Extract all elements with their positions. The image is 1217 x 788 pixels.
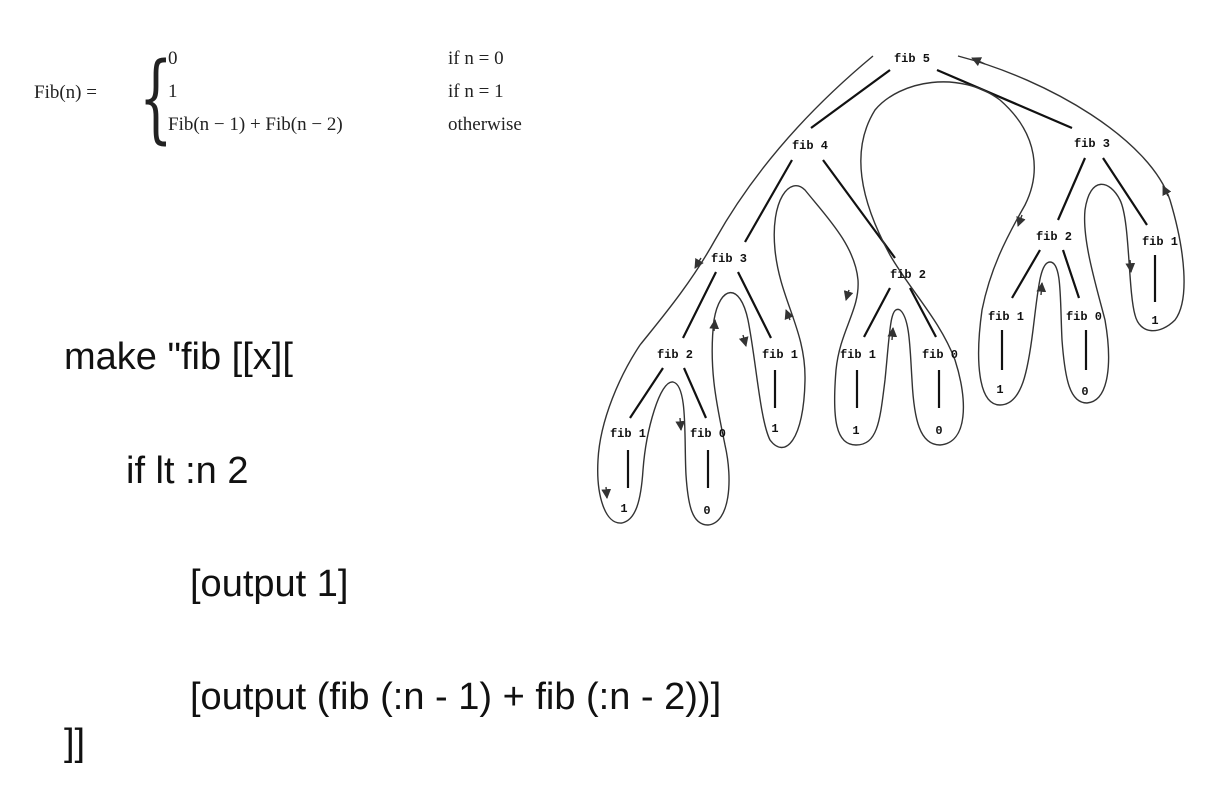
tree-node-fib3: fib 3: [1074, 137, 1110, 151]
case-cond: if n = 1: [448, 81, 504, 102]
tree-node-fib1: fib 1: [762, 348, 798, 362]
formula-lhs: Fib(n) =: [34, 82, 97, 103]
tree-node-fib0: fib 0: [690, 427, 726, 441]
tree-node-fib1: fib 1: [1142, 235, 1178, 249]
code-line: if lt :n 2: [126, 450, 249, 492]
code-line: [output 1]: [190, 563, 349, 605]
tree-node-fib2: fib 2: [657, 348, 693, 362]
tree-node-fib4: fib 4: [792, 139, 828, 153]
leaf-value: 0: [703, 504, 710, 518]
formula-brace: {: [139, 42, 173, 154]
tree-nodes: fib 5 fib 4 fib 3 fib 3 fib 2 fib 2 fib …: [610, 52, 1178, 441]
code-line: make "fib [[x][: [64, 336, 293, 378]
tree-node-fib0: fib 0: [1066, 310, 1102, 324]
case-expr: 0: [168, 48, 178, 69]
tree-node-fib0: fib 0: [922, 348, 958, 362]
code-line: [output (fib (:n - 1) + fib (:n - 2))]: [190, 676, 722, 718]
traversal-arrows: [601, 57, 1172, 499]
tree-node-fib5: fib 5: [894, 52, 930, 66]
leaf-value: 1: [1151, 314, 1158, 328]
tree-node-fib3: fib 3: [711, 252, 747, 266]
leaf-value: 0: [1081, 385, 1088, 399]
tree-node-fib1: fib 1: [988, 310, 1024, 324]
case-expr: 1: [168, 81, 178, 102]
leaf-value: 1: [996, 383, 1003, 397]
case-expr: Fib(n − 1) + Fib(n − 2): [168, 114, 343, 135]
leaf-value: 1: [620, 502, 627, 516]
tree-node-fib1: fib 1: [840, 348, 876, 362]
leaf-value: 0: [935, 424, 942, 438]
case-cond: otherwise: [448, 114, 522, 135]
tree-edges: [626, 68, 1157, 488]
tree-node-fib2: fib 2: [1036, 230, 1072, 244]
tree-node-fib2: fib 2: [890, 268, 926, 282]
leaf-value: 1: [771, 422, 778, 436]
tree-leaves: 1 0 1 1 0 1 0 1: [620, 314, 1158, 518]
traversal-contour: [597, 55, 1185, 526]
tree-node-fib1: fib 1: [610, 427, 646, 441]
case-cond: if n = 0: [448, 48, 504, 69]
leaf-value: 1: [852, 424, 859, 438]
code-line: ]]: [64, 722, 86, 764]
